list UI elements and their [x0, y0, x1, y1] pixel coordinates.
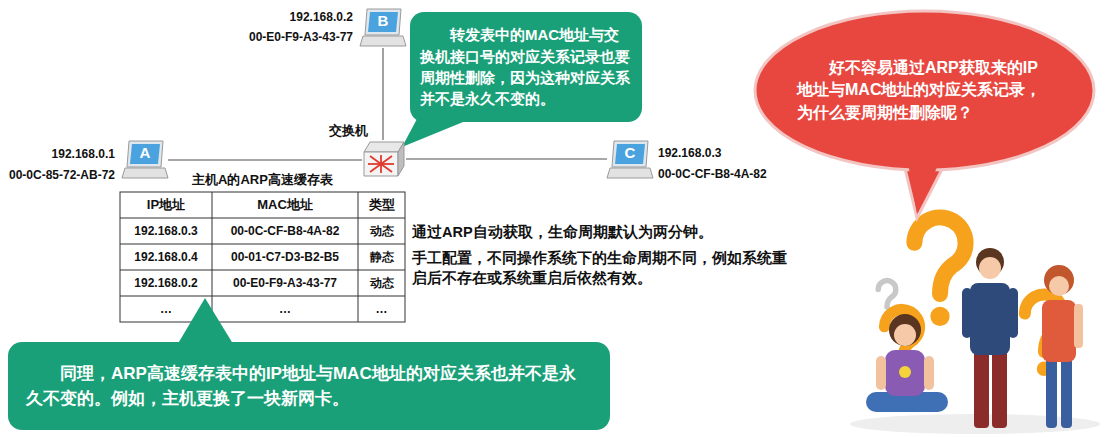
switch-top	[364, 142, 404, 152]
callout-text: 转发表中的MAC地址与交换机接口号的对应关系记录也要周期性删除，因为这种对应关系…	[410, 24, 642, 109]
ip-address: 192.168.0.2	[290, 10, 353, 24]
man-leg	[974, 348, 989, 428]
girl-badge	[899, 366, 911, 378]
host-letter: B	[368, 12, 398, 29]
woman-body	[1042, 300, 1076, 362]
table-rule	[358, 192, 359, 322]
laptop-screen	[368, 12, 398, 32]
woman-hair	[1044, 265, 1074, 295]
person-figure	[962, 248, 1018, 428]
man-arm	[962, 288, 972, 338]
question-mark-hook	[914, 217, 965, 294]
table-cell: 静态	[358, 244, 405, 270]
ip-address: 192.168.0.1	[52, 147, 115, 161]
table-cell: IP地址	[120, 192, 212, 218]
table-rule	[212, 192, 213, 322]
callout-text: 同理，ARP高速缓存表中的IP地址与MAC地址的对应关系也并不是永久不变的。例如…	[8, 361, 610, 412]
girl-arm	[924, 356, 934, 390]
person-figure	[866, 314, 948, 412]
host-letter: A	[130, 144, 160, 161]
switch-front	[364, 152, 398, 176]
table-rule	[120, 296, 405, 297]
mac-address: 00-E0-F9-A3-43-77	[249, 30, 353, 44]
laptop-lid	[612, 141, 648, 167]
network-link	[168, 159, 362, 161]
man-leg	[992, 348, 1007, 428]
table-ground	[120, 192, 405, 322]
girl-arm	[876, 356, 886, 390]
switch-arrow	[368, 163, 394, 165]
woman-leg	[1046, 356, 1057, 428]
switch-device-shape	[362, 140, 406, 178]
note-callout: 同理，ARP高速缓存表中的IP地址与MAC地址的对应关系也并不是永久不变的。例如…	[8, 342, 610, 430]
host-computer: A192.168.0.100-0C-85-72-AB-72	[122, 140, 168, 180]
note-callout-shape	[8, 342, 610, 430]
bubble-text: 好不容易通过ARP获取来的IP地址与MAC地址的对应关系记录，为什么要周期性删除…	[797, 57, 1052, 123]
laptop-screen	[615, 144, 645, 164]
laptop-base	[607, 168, 653, 178]
bubble-tail-fill	[904, 140, 946, 214]
girl-face	[894, 324, 916, 346]
table-cell: 动态	[358, 270, 405, 296]
table-rule	[120, 244, 405, 245]
question-bubble: 好不容易通过ARP获取来的IP地址与MAC地址的对应关系记录，为什么要周期性删除…	[752, 8, 1097, 173]
woman-face	[1049, 276, 1069, 296]
question-mark	[914, 217, 965, 326]
switch-side	[398, 142, 404, 176]
table-rule	[120, 270, 405, 271]
table-cell: 类型	[358, 192, 405, 218]
note-text: 手工配置，不同操作系统下的生命周期不同，例如系统重启后不存在或系统重启后依然有效…	[412, 248, 797, 289]
table-cell: 192.168.0.4	[120, 244, 212, 270]
table-cell: …	[358, 296, 405, 322]
table-cell: 192.168.0.3	[120, 218, 212, 244]
host-computer: C192.168.0.300-0C-CF-B8-4A-82	[607, 140, 653, 180]
table-rule	[120, 218, 405, 219]
table-cell: 00-0C-CF-B8-4A-82	[212, 218, 358, 244]
table-cell: …	[212, 296, 358, 322]
question-mark-dot	[930, 307, 949, 326]
people-illustration	[850, 217, 1100, 434]
man-arm	[1008, 288, 1018, 338]
woman-leg	[1061, 356, 1072, 428]
laptop-lid	[127, 141, 163, 167]
network-link	[382, 48, 384, 140]
girl-hair	[889, 314, 921, 346]
table-cell: 00-E0-F9-A3-43-77	[212, 270, 358, 296]
ip-address: 192.168.0.3	[658, 146, 721, 160]
laptop-base	[122, 168, 168, 178]
table-title: 主机A的ARP高速缓存表	[120, 171, 405, 189]
callout-box	[410, 12, 642, 122]
man-face	[979, 257, 1001, 279]
man-body	[970, 283, 1010, 355]
mac-address: 00-0C-CF-B8-4A-82	[658, 167, 767, 181]
table-cell: 00-01-C7-D3-B2-B5	[212, 244, 358, 270]
laptop-lid	[365, 9, 401, 35]
note-text: 通过ARP自动获取，生命周期默认为两分钟。	[412, 222, 797, 242]
table-cell: …	[120, 296, 212, 322]
device-label: 交换机	[329, 122, 368, 140]
table-cell: 动态	[358, 218, 405, 244]
host-computer: B192.168.0.200-E0-F9-A3-43-77	[360, 8, 406, 48]
woman-arm	[1074, 304, 1083, 348]
table-cell: MAC地址	[212, 192, 358, 218]
laptop-screen	[130, 144, 160, 164]
network-link	[406, 158, 607, 160]
host-letter: C	[615, 144, 645, 161]
note-callout: 转发表中的MAC地址与交换机接口号的对应关系记录也要周期性删除，因为这种对应关系…	[410, 12, 642, 122]
callout-box	[8, 342, 610, 430]
laptop-base	[360, 36, 406, 46]
question-mark-hook	[878, 281, 896, 307]
table-cell: 192.168.0.2	[120, 270, 212, 296]
switch-device: 交换机	[362, 140, 406, 178]
girl-body	[885, 350, 925, 396]
person-figure	[1042, 265, 1083, 428]
mac-address: 00-0C-85-72-AB-72	[9, 168, 115, 182]
